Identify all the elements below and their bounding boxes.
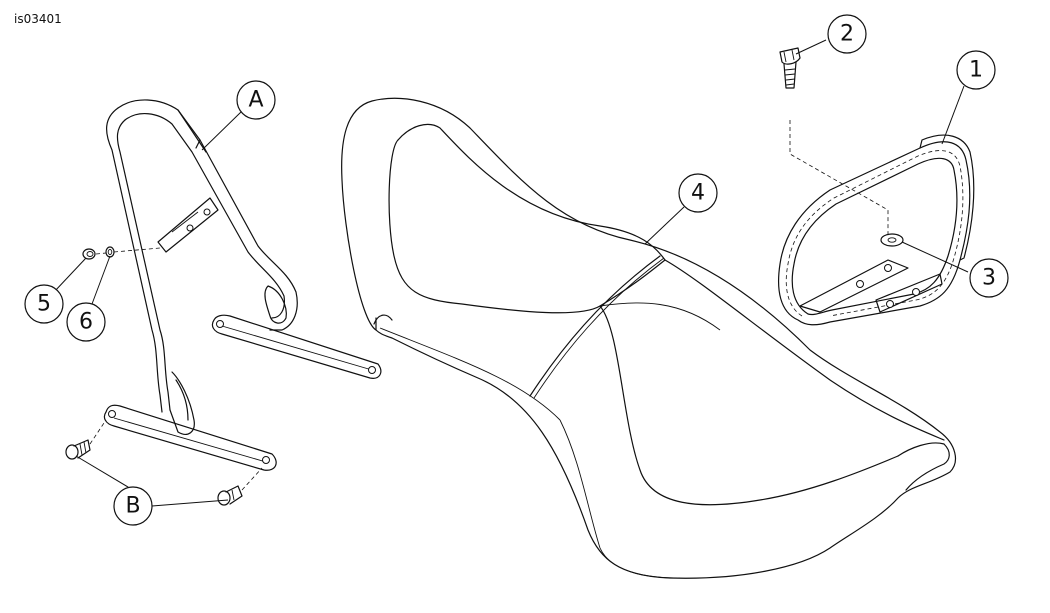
- washer-3: [880, 233, 904, 247]
- svg-text:5: 5: [37, 292, 51, 317]
- callout-3: 3: [969, 258, 1009, 298]
- callout-5: 5: [24, 284, 64, 324]
- mount-hole: [884, 264, 892, 272]
- leader-lines: [53, 39, 969, 507]
- mount-hole: [856, 280, 864, 288]
- screw-b-left: [65, 439, 91, 460]
- callout-b: B: [113, 486, 153, 526]
- mount-hole: [108, 410, 116, 418]
- mount-hole: [186, 224, 194, 232]
- screw-b-right: [217, 485, 243, 506]
- mount-hole: [262, 456, 270, 464]
- washer-6: [105, 246, 115, 258]
- mount-hole: [368, 366, 376, 374]
- callout-4: 4: [678, 173, 718, 213]
- sissy-bar-upright: [106, 99, 298, 435]
- side-plate-upper: [211, 314, 382, 379]
- mount-hole: [216, 320, 224, 328]
- callout-a: A: [236, 80, 276, 120]
- svg-text:4: 4: [691, 181, 705, 206]
- diagram-id: is03401: [14, 12, 62, 26]
- callout-6: 6: [66, 302, 106, 342]
- grab-strap-1: [777, 134, 975, 326]
- mount-hole: [203, 208, 211, 216]
- seat-4: [341, 97, 957, 579]
- side-plate-lower: [103, 404, 277, 471]
- mount-hole: [886, 300, 894, 308]
- bolt-2: [779, 47, 801, 89]
- nut-5: [82, 248, 96, 260]
- svg-text:2: 2: [840, 22, 854, 47]
- svg-text:1: 1: [969, 58, 983, 83]
- mount-hole: [912, 288, 920, 296]
- svg-text:B: B: [125, 494, 140, 519]
- callout-1: 1: [956, 50, 996, 90]
- svg-text:3: 3: [982, 266, 996, 291]
- svg-text:A: A: [248, 88, 263, 113]
- callout-2: 2: [827, 14, 867, 54]
- svg-text:6: 6: [79, 310, 93, 335]
